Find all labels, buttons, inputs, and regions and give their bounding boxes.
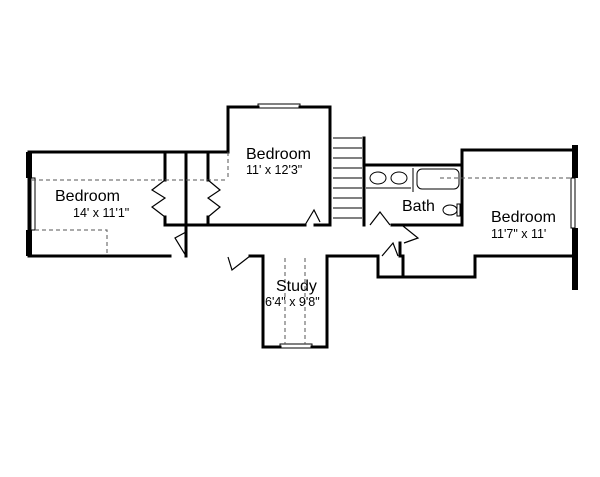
bath-fixtures [366,168,461,217]
exterior-thick-walls [26,145,578,290]
room-name-study: Study [276,278,317,295]
sink-icon [390,171,408,185]
room-dimensions-bedroom-right: 11'7" x 11' [491,227,547,241]
room-name-bedroom-right: Bedroom [491,209,556,226]
stair-treads [333,137,362,219]
dashed-lines [32,152,570,344]
room-name-bedroom-left: Bedroom [55,188,120,205]
sink-icon [369,171,387,185]
room-dimensions-bedroom-left: 14' x 11'1" [73,206,130,220]
room-dimensions-study: 6'4" x 9'8" [265,295,320,309]
walls [27,105,577,349]
toilet-icon [442,204,458,216]
bathtub-icon [416,168,460,190]
room-name-bath: Bath [402,198,435,215]
door-swings [150,179,420,272]
room-name-bedroom-top: Bedroom [246,146,311,163]
room-dimensions-bedroom-top: 11' x 12'3" [246,163,303,177]
windows [30,103,576,349]
